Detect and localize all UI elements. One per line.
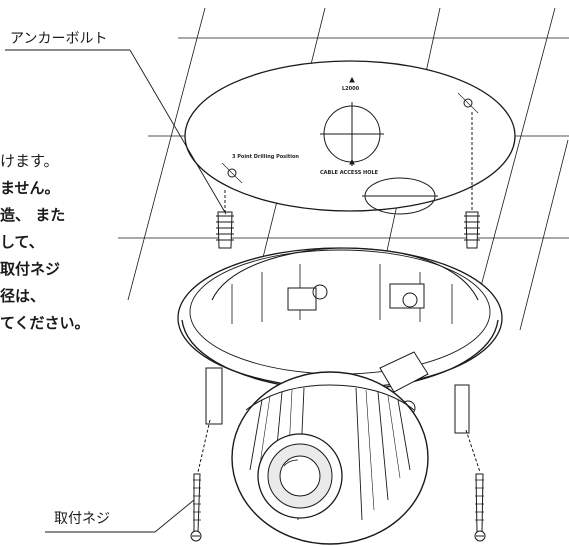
plate-text-top: L2000: [342, 86, 360, 92]
mount-screw-left: [190, 419, 211, 542]
camera-base: [177, 247, 503, 434]
body-line-4: して、: [0, 233, 44, 251]
anchor-bolt-left: [216, 190, 234, 249]
leader-lines: [5, 49, 227, 533]
body-line-6: 径は、: [0, 287, 46, 305]
body-line-1: けます。: [0, 152, 59, 170]
body-line-7: てください。: [0, 314, 90, 332]
mounting-plate: [184, 60, 516, 215]
camera-dome: [231, 371, 429, 545]
plate-text-left: 3 Point Drilling Position: [232, 154, 299, 160]
mount-screw-right: [465, 429, 486, 542]
label-mount-screw: 取付ネジ: [52, 508, 112, 528]
plate-text-right: CABLE ACCESS HOLE: [320, 170, 379, 176]
anchor-bolt-right: [464, 112, 480, 249]
body-line-5: 取付ネジ: [0, 260, 61, 278]
body-line-3: 造、 また: [0, 206, 66, 224]
label-anchor-bolt: アンカーボルト: [8, 28, 110, 48]
body-line-2: ません。: [0, 179, 60, 197]
